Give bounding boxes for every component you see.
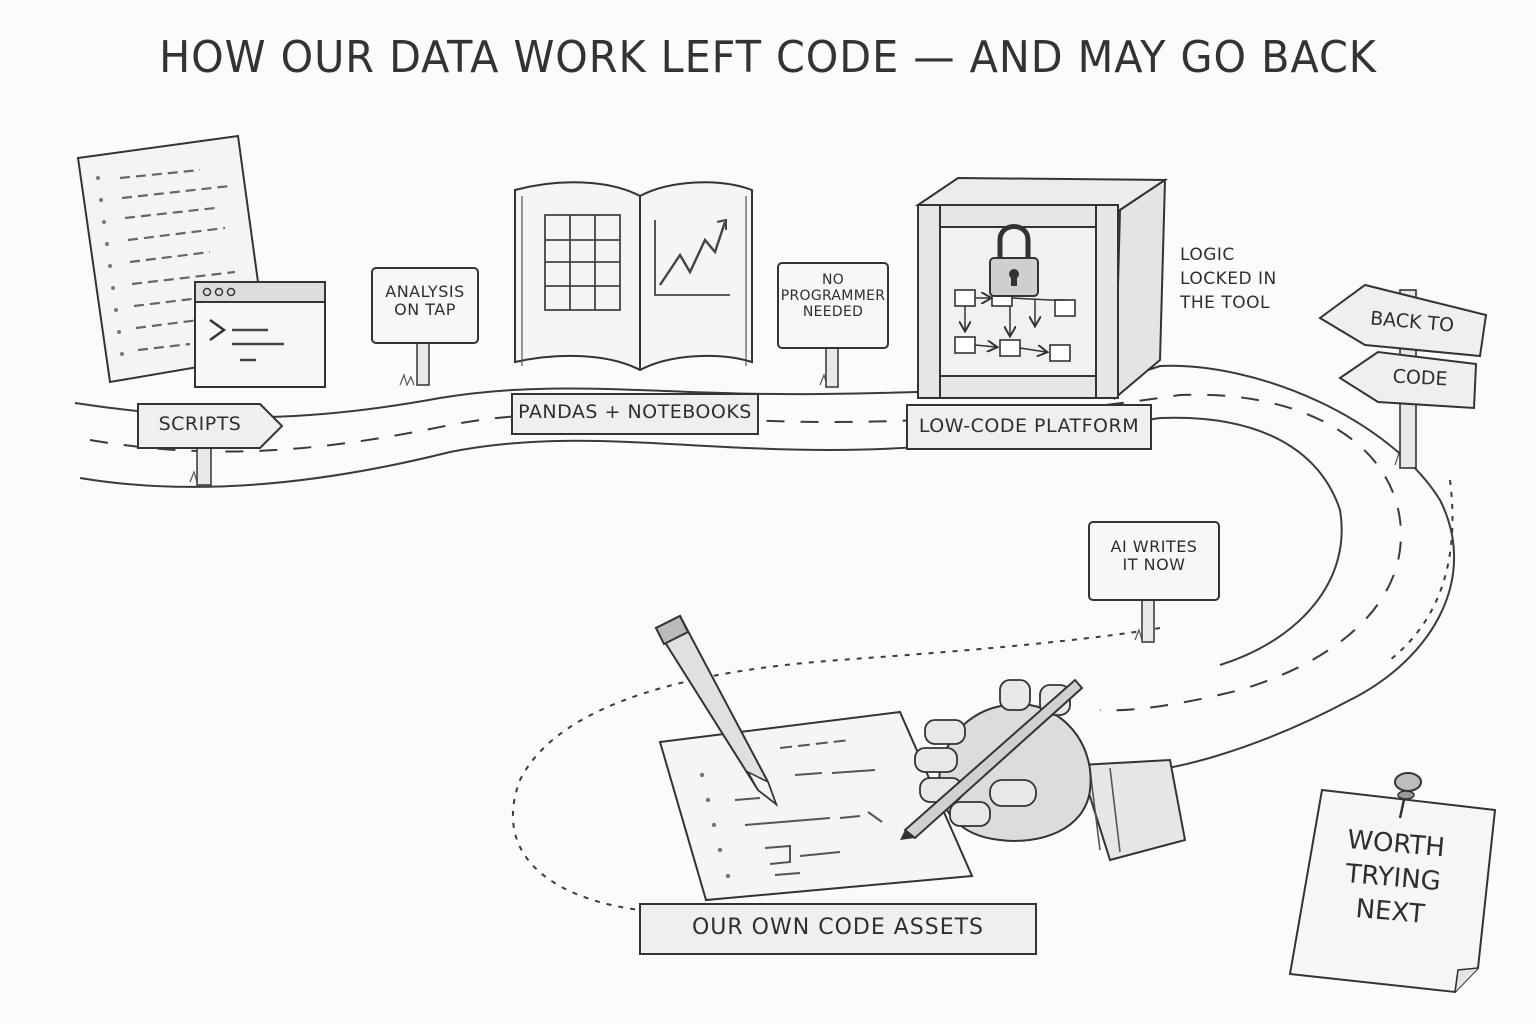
dotted-path-loop	[512, 627, 1161, 911]
sign-analysis: ANALYSIS ON TAP	[372, 282, 478, 320]
sign-no-programmer-line-3: NEEDED	[802, 304, 864, 321]
page-title: HOW OUR DATA WORK LEFT CODE — AND MAY GO…	[159, 32, 1377, 83]
sticky-note	[1288, 788, 1497, 994]
sign-ai-writes-line-1: AI WRITES	[1110, 537, 1198, 556]
code-paper-icon	[658, 710, 974, 902]
arrow-sign-code: CODE	[1392, 365, 1449, 391]
sign-ai-writes: AI WRITES IT NOW	[1089, 537, 1219, 575]
sign-no-programmer: NO PROGRAMMER NEEDED	[778, 272, 888, 320]
dotted-path-right	[1389, 479, 1454, 661]
no-programmer-signpost	[777, 262, 889, 388]
road-centerline	[89, 393, 1402, 712]
pencil-icon	[654, 614, 779, 807]
robot-hand-icon	[900, 678, 1187, 862]
sign-no-programmer-line-2: PROGRAMMER	[780, 288, 886, 305]
note-text: WORTH TRYING NEXT	[1314, 822, 1472, 936]
ai-writes-signpost	[1088, 521, 1220, 643]
annotation-logic-line-3: THE TOOL	[1180, 292, 1270, 313]
back-to-code-signpost	[1318, 283, 1488, 469]
stage-label-own-code: OUR OWN CODE ASSETS	[691, 915, 984, 940]
grass-tufts	[189, 373, 1410, 642]
lowcode-sign	[906, 404, 1152, 450]
pandas-sign	[511, 393, 759, 435]
stage-label-lowcode: LOW-CODE PLATFORM	[918, 415, 1140, 437]
sign-no-programmer-line-1: NO	[821, 272, 845, 288]
terminal-window-icon	[194, 281, 326, 388]
stage-label-pandas: PANDAS + NOTEBOOKS	[518, 401, 752, 423]
padlock-icon	[989, 224, 1039, 297]
annotation-logic-line-2: LOCKED IN	[1180, 268, 1277, 289]
analysis-signpost	[371, 267, 479, 386]
annotation-logic-line-1: LOGIC	[1180, 245, 1235, 265]
stage-label-scripts: SCRIPTS	[158, 413, 242, 435]
sign-analysis-line-1: ANALYSIS	[385, 282, 465, 301]
sign-ai-writes-line-2: IT NOW	[1122, 555, 1186, 575]
scripts-signpost	[137, 403, 284, 486]
pushpin-icon	[1394, 772, 1422, 819]
own-code-sign	[639, 903, 1037, 955]
annotation-logic-locked: LOGIC LOCKED IN THE TOOL	[1180, 244, 1300, 315]
crate-icon	[914, 176, 1169, 401]
open-book-icon	[514, 181, 753, 372]
sign-analysis-line-2: ON TAP	[394, 300, 456, 320]
